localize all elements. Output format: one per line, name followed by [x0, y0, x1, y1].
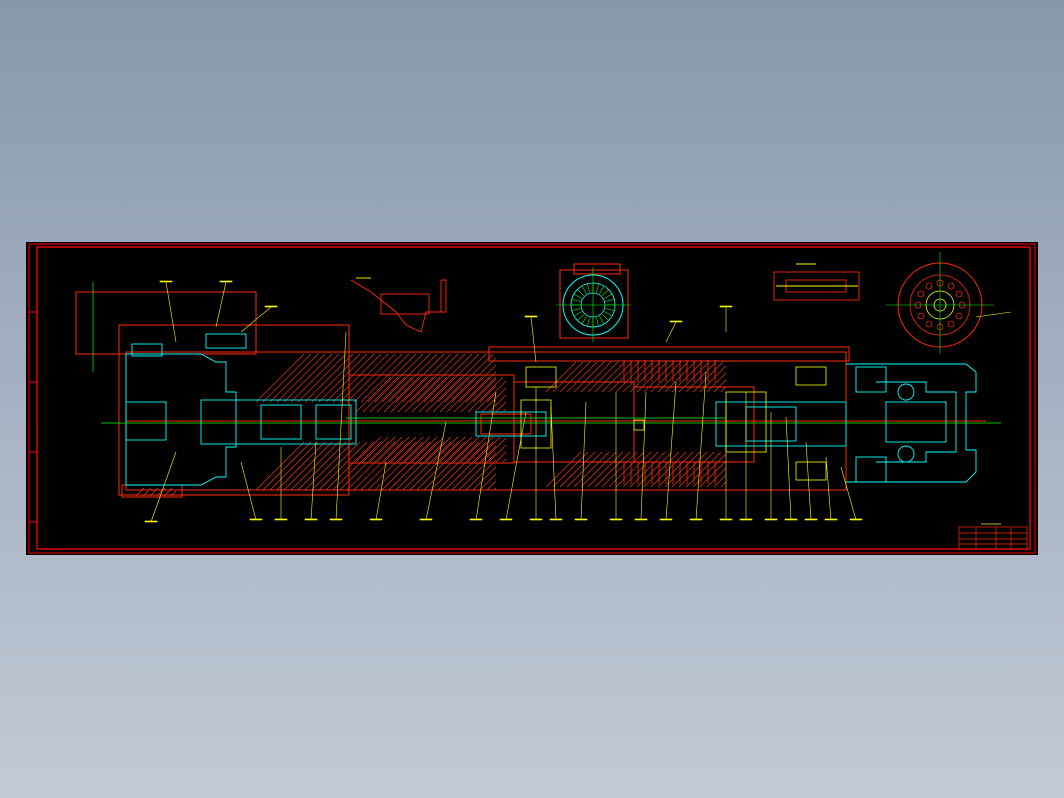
- drawing-sheet: [26, 242, 1038, 555]
- bearing-end-view: [556, 263, 631, 342]
- detail-view-top-left: [350, 277, 447, 333]
- flange-end-view: [886, 252, 1012, 354]
- main-section-view: [75, 280, 1001, 523]
- cad-drawing: [28, 243, 1036, 554]
- title-block: [958, 523, 1028, 550]
- drawing-frame: [28, 243, 1036, 554]
- detail-view-top-right: [773, 263, 860, 301]
